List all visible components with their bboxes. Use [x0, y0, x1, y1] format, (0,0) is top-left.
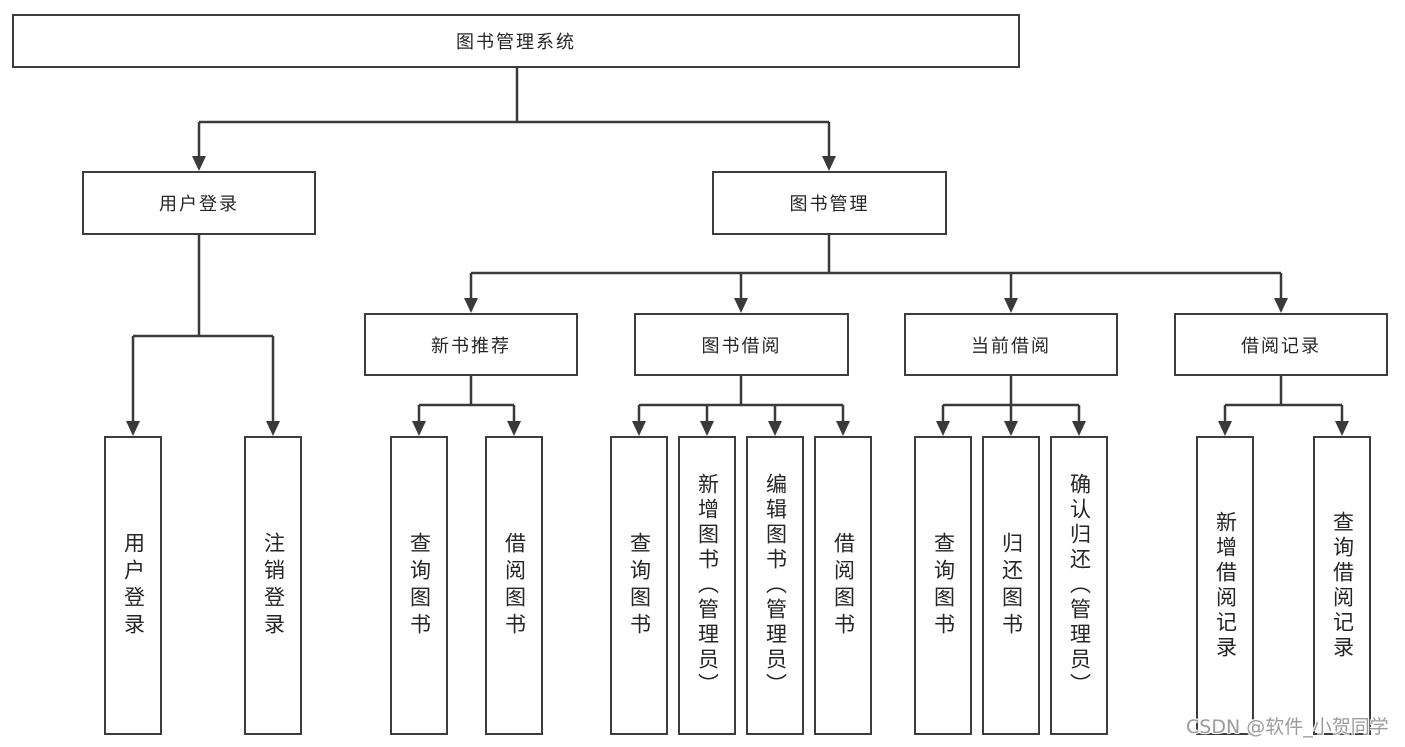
node-book-management: 图书管理	[712, 171, 947, 235]
leaf-edit-book-admin: 编辑图书（管理员）	[746, 436, 804, 735]
node-book-borrow: 图书借阅	[634, 313, 849, 376]
leaf-label: 查询图书	[931, 531, 956, 640]
node-label: 图书管理	[789, 194, 870, 215]
node-label: 用户登录	[159, 194, 239, 215]
leaf-label: 归还图书	[999, 531, 1024, 640]
leaf-add-borrow-record: 新增借阅记录	[1196, 436, 1254, 735]
leaf-label: 借阅图书	[502, 531, 527, 640]
node-user-login: 用户登录	[82, 171, 316, 235]
leaf-label: 查询图书	[407, 531, 432, 640]
leaf-label: 编辑图书（管理员）	[763, 473, 788, 698]
node-library-management-system: 图书管理系统	[12, 14, 1020, 68]
leaf-label: 确认归还（管理员）	[1067, 473, 1092, 698]
leaf-label: 查询图书	[627, 531, 652, 640]
leaf-borrow-book-recommend: 借阅图书	[485, 436, 543, 735]
watermark: CSDN @软件_小贺同学	[1186, 716, 1389, 738]
leaf-label: 新增图书（管理员）	[695, 473, 720, 698]
leaf-query-book-borrow: 查询图书	[610, 436, 668, 735]
leaf-logout-login: 注销登录	[244, 436, 302, 735]
node-label: 借阅记录	[1241, 335, 1321, 357]
node-new-book-recommend: 新书推荐	[364, 313, 578, 376]
leaf-label: 查询借阅记录	[1330, 510, 1355, 661]
leaf-label: 借阅图书	[831, 531, 856, 640]
node-label: 当前借阅	[971, 335, 1051, 357]
leaf-confirm-return-admin: 确认归还（管理员）	[1050, 436, 1108, 735]
node-label: 图书管理系统	[456, 32, 576, 53]
node-label: 图书借阅	[701, 335, 782, 357]
node-label: 新书推荐	[431, 335, 511, 357]
leaf-add-book-admin: 新增图书（管理员）	[678, 436, 736, 735]
leaf-query-book-recommend: 查询图书	[390, 436, 448, 735]
leaf-query-borrow-record: 查询借阅记录	[1313, 436, 1371, 735]
leaf-label: 用户登录	[121, 531, 146, 640]
node-current-borrow: 当前借阅	[904, 313, 1118, 376]
leaf-query-book-current: 查询图书	[914, 436, 972, 735]
leaf-return-book: 归还图书	[982, 436, 1040, 735]
leaf-user-login: 用户登录	[104, 436, 162, 735]
node-borrow-record: 借阅记录	[1174, 313, 1388, 376]
leaf-label: 新增借阅记录	[1213, 510, 1238, 661]
leaf-label: 注销登录	[261, 531, 286, 640]
leaf-borrow-book: 借阅图书	[814, 436, 872, 735]
